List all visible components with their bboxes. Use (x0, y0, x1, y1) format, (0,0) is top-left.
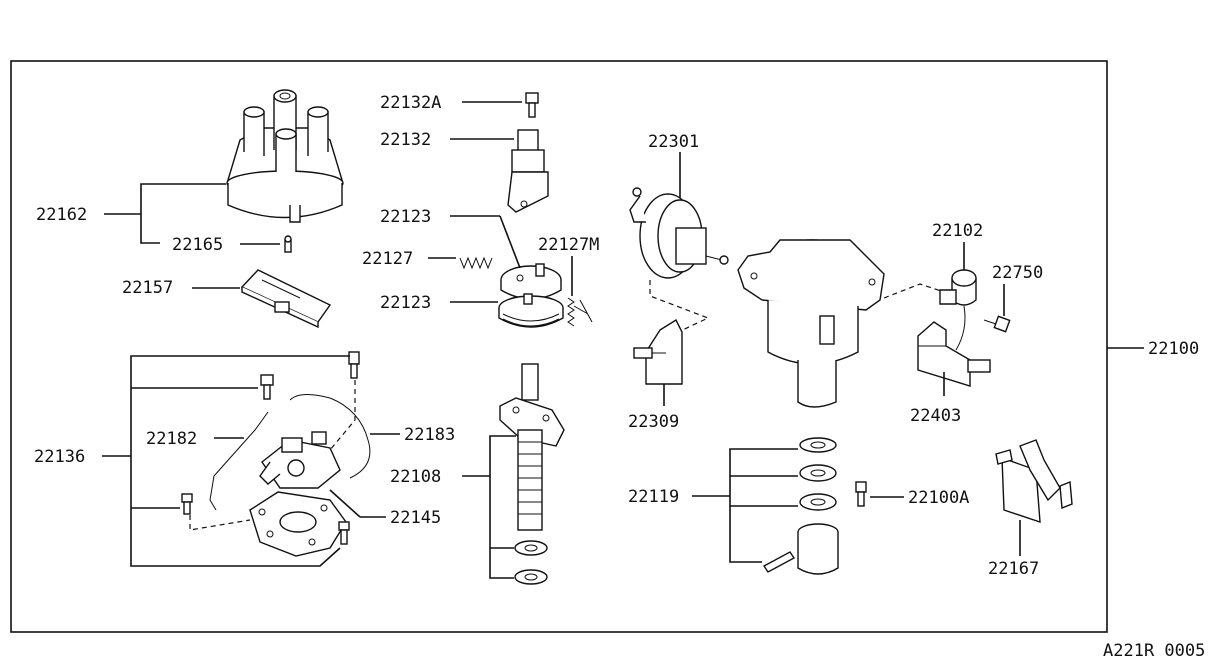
spring-22127-part[interactable] (459, 256, 493, 270)
label-22165: 22165 (172, 235, 223, 255)
label-22100A: 22100A (908, 488, 969, 508)
screw-part[interactable] (348, 351, 360, 379)
carbon-point-part[interactable] (284, 235, 292, 253)
distributor-cap-part[interactable] (226, 89, 344, 223)
label-22100: 22100 (1148, 339, 1199, 359)
screw-part[interactable] (181, 493, 193, 515)
vacuum-controller-part[interactable] (629, 187, 729, 279)
label-22102: 22102 (932, 221, 983, 241)
washer-part[interactable] (799, 437, 837, 453)
leader-22136-bracket (130, 355, 350, 567)
assembly-dash (649, 280, 710, 335)
washer-part[interactable] (514, 540, 548, 556)
screw-22750-part[interactable] (983, 315, 1011, 333)
lead-wire-22182 (209, 411, 269, 511)
collar-part[interactable] (797, 523, 839, 575)
label-22182: 22182 (146, 429, 197, 449)
label-22123-top: 22123 (380, 207, 431, 227)
label-22403: 22403 (910, 406, 961, 426)
label-22119: 22119 (628, 487, 679, 507)
diagram-code: A221R 0005 (1103, 641, 1205, 661)
assembly-dash (883, 283, 951, 299)
label-22127: 22127 (362, 249, 413, 269)
washer-part[interactable] (799, 493, 837, 511)
washer-part[interactable] (799, 464, 837, 482)
leader-22108-bracket (489, 435, 516, 579)
label-22750: 22750 (992, 263, 1043, 283)
contact-set-part[interactable] (259, 431, 341, 489)
module-bracket-part[interactable] (917, 321, 991, 387)
pin-part[interactable] (762, 551, 796, 573)
label-22162: 22162 (36, 205, 87, 225)
label-22123-bottom: 22123 (380, 293, 431, 313)
label-22132: 22132 (380, 130, 431, 150)
screw-22132A-part[interactable] (525, 92, 539, 118)
spring-22127M-part[interactable] (567, 297, 593, 327)
screw-part[interactable] (260, 374, 274, 400)
leader-22145 (329, 489, 361, 518)
label-22136: 22136 (34, 447, 85, 467)
label-22309: 22309 (628, 412, 679, 432)
bracket-plate-part[interactable] (633, 318, 683, 385)
screw-part[interactable] (338, 521, 350, 545)
label-22132A: 22132A (380, 93, 441, 113)
shaft-assembly-part[interactable] (499, 363, 565, 531)
cover-seal-part[interactable] (995, 439, 1073, 523)
distributor-housing-part[interactable] (737, 239, 885, 408)
assembly-dash (329, 380, 356, 451)
diagram-frame (10, 60, 1108, 633)
governor-weight-upper-part[interactable] (500, 263, 562, 300)
lead-wire-22183 (289, 394, 371, 479)
screw-22100A-part[interactable] (855, 481, 867, 507)
label-22127M: 22127M (538, 235, 599, 255)
breaker-plate-part[interactable] (249, 491, 347, 557)
governor-weight-part[interactable] (507, 129, 549, 213)
label-22301: 22301 (648, 132, 699, 152)
label-22145: 22145 (390, 508, 441, 528)
label-22183: 22183 (404, 425, 455, 445)
label-22108: 22108 (390, 467, 441, 487)
assembly-dash (189, 515, 251, 531)
condenser-part[interactable] (939, 269, 977, 351)
governor-weight-lower-part[interactable] (498, 293, 564, 328)
leader-22123-top-b (499, 215, 521, 269)
rotor-head-part[interactable] (240, 269, 332, 329)
label-22167: 22167 (988, 559, 1039, 579)
washer-part[interactable] (514, 569, 548, 585)
label-22157: 22157 (122, 278, 173, 298)
